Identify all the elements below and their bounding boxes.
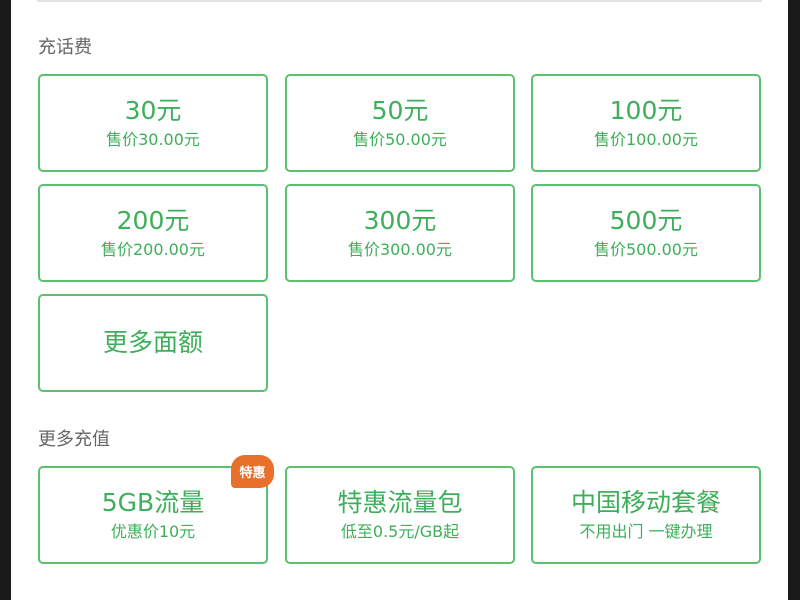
label: 更多面额 [102,328,203,357]
special-offer-badge: 特惠 [231,455,274,488]
recharge-option-200[interactable]: 200元售价200.00元 [38,184,268,282]
recharge-option-500[interactable]: 500元售价500.00元 [531,184,761,282]
subtitle: 低至0.5元/GB起 [340,522,460,541]
subtitle: 不用出门 一键办理 [579,522,713,541]
recharge-option-100[interactable]: 100元售价100.00元 [531,74,761,172]
china-mobile-plan-card[interactable]: 中国移动套餐不用出门 一键办理 [531,466,761,564]
title: 5GB流量 [101,488,205,517]
title: 特惠流量包 [337,488,463,517]
amount: 300元 [363,206,437,235]
price: 售价300.00元 [348,240,452,259]
section-title-more-recharge: 更多充值 [38,429,110,450]
price: 售价200.00元 [101,240,205,259]
amount: 30元 [124,96,182,125]
subtitle: 优惠价10元 [110,522,196,541]
amount: 200元 [116,206,190,235]
price: 售价50.00元 [353,130,447,149]
amount: 500元 [609,206,683,235]
recharge-option-50[interactable]: 50元售价50.00元 [285,74,515,172]
page: 充话费 30元售价30.00元 50元售价50.00元 100元售价100.00… [11,0,788,600]
amount: 100元 [609,96,683,125]
price: 售价100.00元 [594,130,698,149]
price: 售价30.00元 [106,130,200,149]
price: 售价500.00元 [594,240,698,259]
title: 中国移动套餐 [570,488,721,517]
more-amounts-button[interactable]: 更多面额 [38,294,268,392]
discount-data-pack-card[interactable]: 特惠流量包低至0.5元/GB起 [285,466,515,564]
amount: 50元 [371,96,429,125]
data-5gb-card[interactable]: 5GB流量优惠价10元 [38,466,268,564]
recharge-option-300[interactable]: 300元售价300.00元 [285,184,515,282]
section-title-recharge: 充话费 [38,37,92,58]
divider [37,0,762,2]
recharge-option-30[interactable]: 30元售价30.00元 [38,74,268,172]
